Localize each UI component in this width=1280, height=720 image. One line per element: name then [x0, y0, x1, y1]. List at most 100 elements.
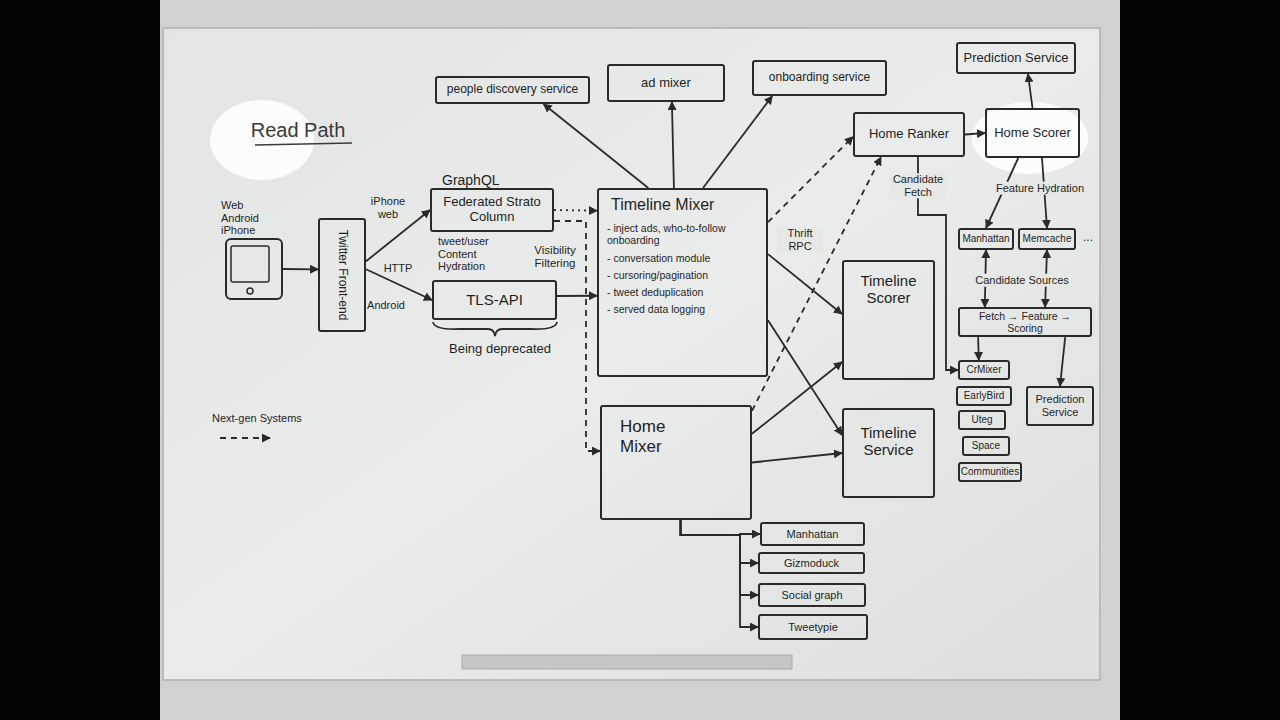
note-label: Being deprecated [449, 342, 551, 357]
connector [768, 320, 842, 435]
process-box: Uteg [958, 410, 1006, 430]
brace [433, 322, 557, 336]
box-title: Space [972, 440, 1000, 452]
box-text: Federated Strato Column [437, 195, 547, 225]
box-title: onboarding service [769, 71, 870, 85]
title-underline [255, 143, 352, 145]
box-title: Manhattan [962, 233, 1009, 245]
connector [554, 209, 597, 211]
process-box: Communities [958, 462, 1022, 482]
phone-button [247, 288, 253, 294]
box-title: Memcache [1023, 233, 1072, 245]
connector [1028, 74, 1033, 108]
phone-screen [231, 246, 269, 282]
process-box: Timeline Service [842, 408, 935, 498]
box-title: Home Ranker [869, 127, 949, 142]
note-label: Feature Hydration [994, 182, 1086, 195]
box-title: EarlyBird [964, 390, 1005, 402]
process-box: Manhattan [958, 228, 1014, 250]
legend-text: Next-gen Systems [212, 412, 302, 424]
process-box: Fetch → Feature → Scoring [958, 307, 1092, 337]
process-box: Timeline Scorer [842, 260, 935, 380]
note-label: ... [1083, 231, 1093, 245]
legend-item: Next-gen Systems [212, 412, 302, 446]
connector [752, 362, 842, 434]
connector [768, 254, 842, 314]
frontend-box: Twitter Front-end [318, 218, 366, 332]
box-title: Home Mixer [620, 417, 680, 456]
edge-label: iPhone web [366, 195, 410, 220]
box-title: Fetch → Feature → Scoring [963, 310, 1087, 334]
box-title: Twitter Front-end [335, 230, 349, 321]
box-text: - served data logging [607, 303, 705, 315]
process-box: Space [962, 436, 1010, 456]
process-box: people discovery service [435, 76, 590, 104]
note-label: Candidate Sources [973, 274, 1071, 287]
process-box: Tweetypie [758, 614, 868, 640]
process-box: Prediction Service [956, 42, 1076, 74]
box-title: Home Scorer [994, 126, 1071, 141]
box-text: - cursoring/pagination [607, 269, 708, 281]
marker-tray [462, 655, 792, 669]
process-box: CrMixer [958, 360, 1010, 380]
process-box: Home Mixer [600, 405, 752, 520]
process-box: Memcache [1018, 228, 1076, 250]
edge-label: Candidate Fetch [890, 173, 946, 198]
connector [672, 102, 674, 188]
connector [681, 520, 758, 627]
glare [972, 102, 1088, 174]
box-title: Prediction Service [1031, 393, 1089, 418]
connector [681, 520, 758, 563]
connector [768, 137, 853, 222]
process-box: ad mixer [607, 64, 725, 102]
connector [977, 337, 980, 360]
connector [703, 96, 772, 188]
process-box: GraphQLFederated Strato Column [430, 188, 554, 232]
box-title: Prediction Service [964, 51, 1069, 66]
process-box: Manhattan [760, 522, 865, 546]
connector [557, 295, 597, 297]
box-title: CrMixer [967, 364, 1002, 376]
connector [681, 520, 760, 535]
box-title: Timeline Mixer [611, 196, 714, 214]
process-box: Prediction Service [1026, 386, 1094, 426]
process-box: Timeline Mixer - inject ads, who-to-follo… [597, 188, 768, 377]
box-text: - inject ads, who-to-follow onboarding [607, 222, 758, 246]
process-box: Gizmoduck [758, 552, 865, 574]
connector [752, 453, 842, 463]
process-box: Home Scorer [985, 108, 1080, 158]
note-label: tweet/user Content Hydration [438, 235, 524, 273]
connector [283, 268, 318, 270]
box-title: ad mixer [641, 76, 691, 91]
connector [544, 104, 649, 188]
box-title: Communities [961, 466, 1019, 478]
process-box: Social graph [758, 583, 866, 607]
connector [681, 520, 758, 595]
legend-sample [212, 430, 276, 446]
process-box: onboarding service [752, 60, 887, 96]
title: Read Path [251, 119, 346, 142]
note-label: Android [367, 299, 405, 312]
connector [1060, 337, 1065, 386]
edge-label: HTTP [382, 262, 415, 275]
box-title: people discovery service [447, 83, 578, 97]
process-box: TLS-API [432, 280, 557, 320]
board [163, 28, 1100, 680]
box-title: Web Android iPhone [221, 199, 281, 237]
box-title: Tweetypie [788, 621, 838, 634]
box-text: - tweet deduplication [607, 286, 703, 298]
box-title: GraphQL [442, 172, 500, 188]
box-title: Timeline Scorer [850, 272, 927, 307]
process-box: EarlyBird [956, 386, 1012, 406]
box-title: Manhattan [787, 528, 839, 541]
box-text: - conversation module [607, 252, 710, 264]
box-title: Timeline Service [850, 424, 927, 459]
connector [965, 133, 985, 135]
box-title: Gizmoduck [784, 557, 839, 570]
device-icon: Web Android iPhone [225, 238, 283, 300]
note-label: Visibility Filtering [529, 244, 581, 270]
edge-label: Thrift RPC [777, 227, 823, 252]
box-title: Social graph [781, 589, 842, 602]
